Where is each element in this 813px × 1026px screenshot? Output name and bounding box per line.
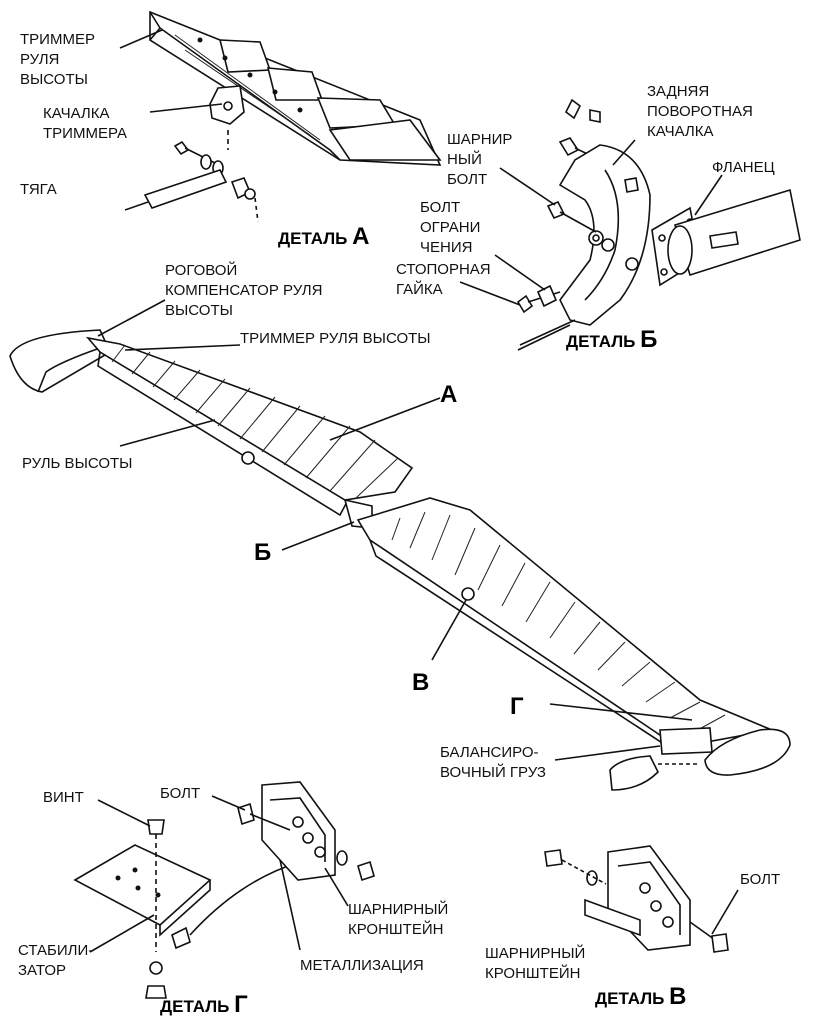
- detail-g-drawing: [73, 781, 375, 999]
- label-trim-rocker: КАЧАЛКА ТРИММЕРА: [43, 105, 127, 142]
- callout-v: В: [412, 669, 429, 696]
- label-bolt-v: БОЛТ: [740, 871, 780, 888]
- callout-g: Г: [510, 693, 524, 720]
- label-hinge-bracket-g: ШАРНИРНЫЙ КРОНШТЕЙН: [348, 900, 452, 938]
- label-hinge-bracket-v: ШАРНИРНЫЙ КРОНШТЕЙН: [485, 944, 589, 982]
- label-screw: ВИНТ: [43, 789, 84, 806]
- detail-g-title: ДЕТАЛЬ Г: [160, 991, 248, 1018]
- detail-v-drawing: [544, 845, 729, 953]
- label-lock-nut: СТОПОРНАЯ ГАЙКА: [396, 261, 495, 298]
- callout-a: А: [440, 381, 457, 408]
- detail-a-drawing: [124, 10, 442, 223]
- label-balance-weight: БАЛАНСИРО- ВОЧНЫЙ ГРУЗ: [440, 744, 546, 781]
- detail-b-title: ДЕТАЛЬ Б: [566, 326, 657, 353]
- label-limit-bolt: БОЛТ ОГРАНИ ЧЕНИЯ: [420, 199, 485, 256]
- callout-b: Б: [254, 539, 271, 566]
- label-bonding: МЕТАЛЛИЗАЦИЯ: [300, 957, 424, 974]
- detail-b-drawing: [516, 98, 801, 351]
- elevator-assembly-drawing: [9, 329, 791, 791]
- detail-v-title: ДЕТАЛЬ В: [595, 983, 686, 1010]
- label-rod: ТЯГА: [20, 181, 57, 198]
- label-trimmer-tab-main: ТРИММЕР РУЛЯ ВЫСОТЫ: [240, 330, 431, 347]
- label-stabilizer: СТАБИЛИ- ЗАТОР: [18, 942, 97, 979]
- label-hinge-bolt: ШАРНИР НЫЙ БОЛТ: [447, 131, 517, 188]
- label-flange: ФЛАНЕЦ: [712, 159, 775, 176]
- label-elevator: РУЛЬ ВЫСОТЫ: [22, 455, 132, 472]
- label-trimmer-tab-top: ТРИММЕР РУЛЯ ВЫСОТЫ: [20, 31, 99, 88]
- label-bolt-g: БОЛТ: [160, 785, 200, 802]
- label-horn-balance: РОГОВОЙ КОМПЕНСАТОР РУЛЯ ВЫСОТЫ: [165, 261, 327, 319]
- label-rear-rocker: ЗАДНЯЯ ПОВОРОТНАЯ КАЧАЛКА: [647, 83, 757, 140]
- detail-a-title: ДЕТАЛЬ А: [278, 223, 369, 250]
